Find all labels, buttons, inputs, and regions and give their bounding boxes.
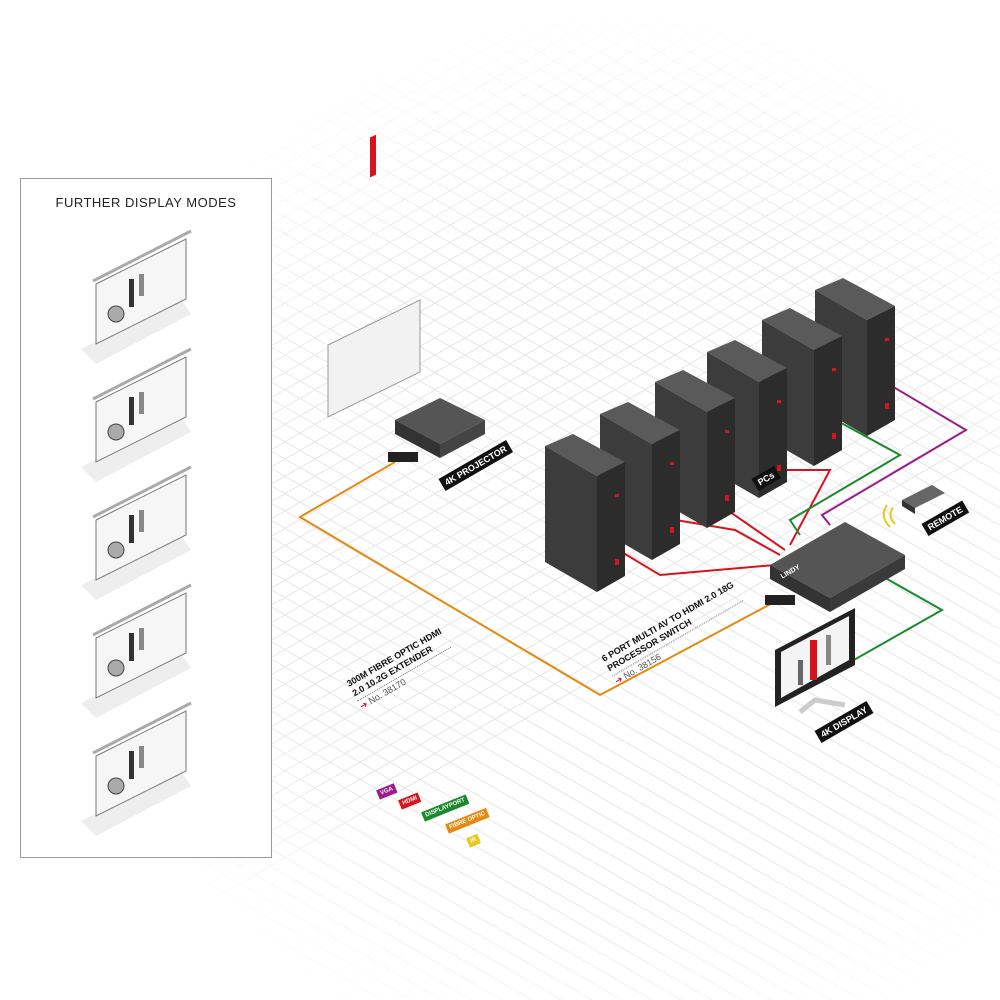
dp-cable-1 xyxy=(788,417,903,536)
remote[interactable] xyxy=(882,485,945,528)
projector-screen xyxy=(327,134,421,418)
ir-signal-icon xyxy=(882,504,896,528)
further-display-modes-panel: FURTHER DISPLAY MODES xyxy=(20,178,272,858)
display-4k[interactable] xyxy=(775,608,855,714)
hdmi-cable-1 xyxy=(609,544,776,577)
fibre-cable xyxy=(298,461,783,697)
fibre-receiver xyxy=(765,595,795,605)
projector[interactable] xyxy=(388,398,485,462)
display-mode-thumbnail xyxy=(81,701,192,836)
panel-title: FURTHER DISPLAY MODES xyxy=(55,195,237,210)
dp-cable-2 xyxy=(844,574,945,666)
pc-tower[interactable] xyxy=(545,434,625,592)
pc-towers xyxy=(545,278,895,592)
display-mode-thumbnail xyxy=(81,465,192,600)
display-mode-thumbnails xyxy=(81,229,192,836)
vga-cable xyxy=(820,381,968,526)
display-mode-thumbnail xyxy=(81,583,192,718)
display-mode-thumbnail xyxy=(81,229,192,364)
av-switch[interactable] xyxy=(765,522,905,612)
display-mode-thumbnail xyxy=(81,347,192,482)
fibre-transmitter xyxy=(388,452,418,462)
